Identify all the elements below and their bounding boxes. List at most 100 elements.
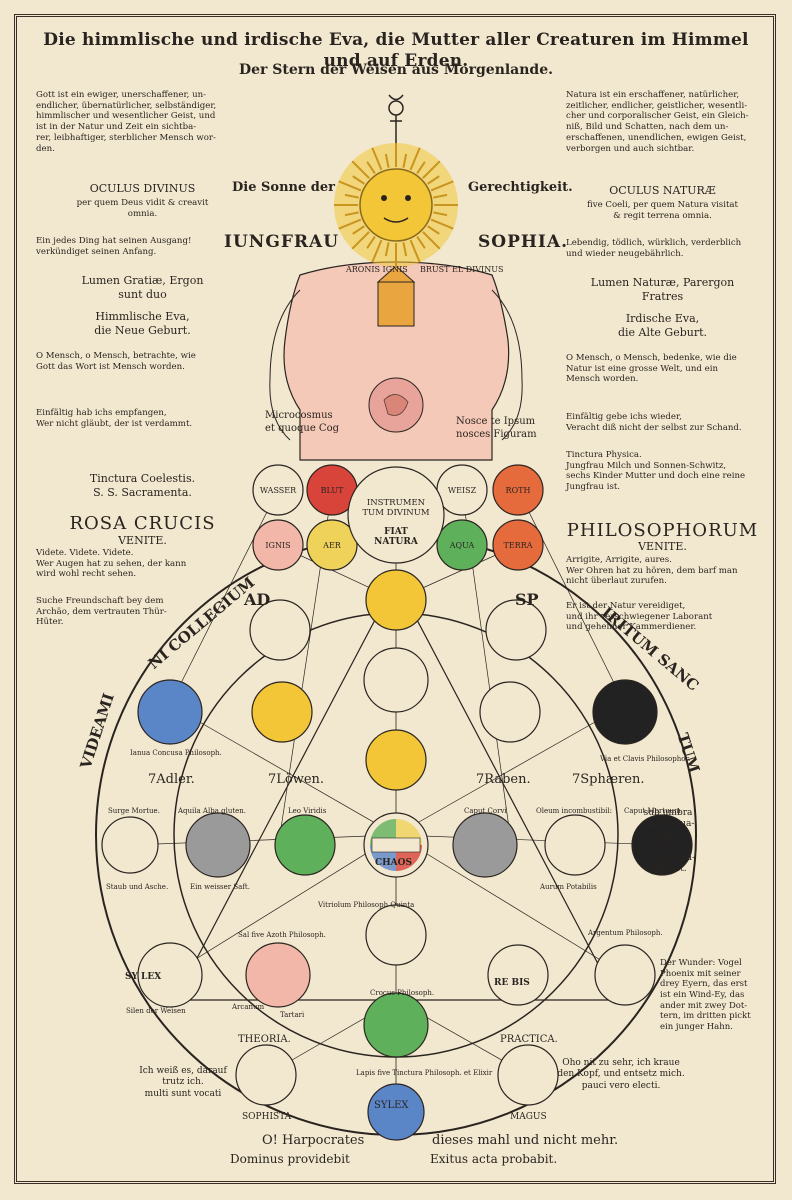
sun-ray [351, 231, 370, 250]
sonne-right: Gerechtigkeit. [468, 180, 573, 195]
emblem-rebis [487, 944, 549, 1006]
element-ignis: IGNIS [252, 519, 304, 571]
sun-ray [384, 153, 390, 168]
theoria-label: THEORIA. [238, 1034, 291, 1045]
tartari: Tartari [280, 1011, 305, 1019]
o-mensch-left: O Mensch, o Mensch, betrachte, wie Gott … [36, 351, 196, 372]
aronis-ignis: ARONIS IGNIS [346, 265, 408, 274]
emblem-three-trees [137, 942, 203, 1008]
dominus-providebit: Dominus providebit [230, 1152, 350, 1166]
instrumentum-circle [347, 466, 445, 564]
sun-ray [371, 239, 383, 263]
sophia-figure [269, 261, 523, 461]
instrumentum-divinum: INSTRUMEN TUM DIVINUM [362, 498, 430, 519]
emblem-eagle [594, 944, 656, 1006]
sun-ray [409, 147, 421, 171]
rebis-label: RE BIS [494, 978, 530, 988]
sun-ray [422, 231, 441, 250]
aquila-alba: Aquila Alba gluten. [178, 807, 247, 815]
element-blut: BLUT [306, 464, 358, 516]
element-label: AQUA [449, 541, 475, 550]
emblem-angel [479, 681, 541, 743]
vitriolum: Vitriolum Philosoph Quinta [318, 901, 415, 909]
ich-weiss-es: Ich weiß es, darauf trutz ich. multi sun… [139, 1066, 227, 1099]
o-mensch-right: O Mensch, o Mensch, bedenke, wie die Nat… [566, 353, 737, 385]
element-label: WASSER [260, 486, 297, 495]
exitus-acta: Exitus acta probabit. [430, 1152, 558, 1166]
sun-ray [352, 225, 365, 235]
emblem-archaeus [274, 814, 336, 876]
staub-asche: Staub und Asche. [106, 883, 169, 891]
tinctura-physica: Tinctura Physica. Jungfrau Milch und Son… [566, 450, 746, 493]
gott-paragraph: Gott ist ein ewiger, unerschaffener, un-… [36, 90, 217, 154]
sun-ray [344, 193, 359, 199]
sun-ray [416, 236, 426, 249]
lapis-tinctura: Lapis five Tinctura Philosoph. et Elixir [356, 1069, 493, 1077]
chaos-banner [371, 837, 421, 853]
videte: Videte. Videte. Videte. Wer Augen hat zu… [36, 548, 187, 580]
via-clavis-label: Via et Clavis Philosophor. [600, 755, 691, 763]
sun-ray [409, 239, 421, 263]
tinctura-coelestis: Tinctura Coelestis. S. S. Sacramenta. [89, 472, 196, 499]
emblem-vitae-door [137, 679, 203, 745]
emblem-crocus [363, 992, 429, 1058]
sun-ray [338, 180, 362, 192]
himmlische-eva: Himmlische Eva, die Neue Geburt. [94, 310, 191, 337]
subtitle: Der Stern der Weisen aus Morgenlande. [238, 62, 554, 78]
sonne-left: Die Sonne der [232, 180, 335, 195]
janua-label: Ianua Concusa Philosoph. [130, 749, 222, 757]
sun-ray [351, 160, 370, 179]
sun-ray [402, 242, 408, 257]
ein-weisser-saft: Ein weisser Saft. [190, 883, 250, 891]
einfaeltig-right: Einfältig gebe ichs wieder, Veracht diß … [566, 412, 742, 433]
lebendig: Lebendig, tödlich, würklich, verderblich… [566, 238, 742, 259]
emblem-skull [631, 814, 693, 876]
suche-freundschaft: Suche Freundschaft bey dem Archäo, dem v… [36, 596, 167, 628]
arrigite: Arrigite, Arrigite, aures. Wer Ohren hat… [566, 555, 738, 587]
er-ist: Er ist der Natur vereidiget, und ihr ver… [566, 601, 713, 633]
emblem-wind [249, 599, 311, 661]
harpocrates: O! Harpocrates [262, 1133, 365, 1148]
element-aqua: AQUA [436, 519, 488, 571]
element-label: IGNIS [265, 541, 290, 550]
oho-nit: Oho nit zu sehr, ich kraue den Kopf, und… [557, 1058, 685, 1091]
sieben-sphaeren: 7Sphæren. [572, 772, 645, 787]
sun-ray [384, 242, 390, 257]
emblem-flames [544, 814, 606, 876]
practica-label: PRACTICA. [500, 1034, 558, 1045]
sylex-label: SYLEX [374, 1100, 409, 1111]
sun-ray [430, 218, 454, 230]
irdische-eva: Irdische Eva, die Alte Geburt. [617, 312, 708, 339]
sun-ray [422, 160, 441, 179]
oculus-naturae-sub: five Coeli, per quem Natura visitat & re… [586, 200, 739, 221]
emblem-sylex [367, 1083, 425, 1141]
sun-ray [344, 211, 359, 217]
wunder-vogel: Der Wunder: Vogel Phoenix mit seiner dre… [660, 958, 751, 1032]
jungfrau: IUNGFRAU [224, 232, 340, 252]
oculus-divinus: OCULUS DIVINUS [89, 182, 196, 195]
emblem-sun-top [365, 569, 427, 631]
sun-ray [416, 161, 426, 174]
emblem-practica-man [497, 1044, 559, 1106]
element-aer: AER [306, 519, 358, 571]
caput-mortuum: Caput Mortuum [624, 807, 681, 815]
sal-azoth: Sal five Azoth Philosoph. [238, 931, 326, 939]
emblem-grey-disc [185, 812, 251, 878]
sun-rays [334, 143, 458, 267]
main-title: Die himmlische und irdische Eva, die Mut… [43, 30, 749, 72]
ein-jedes-ding: Ein jedes Ding hat seinen Ausgang! verkü… [36, 236, 192, 257]
page-frame [14, 14, 776, 1184]
oleum-incombustibile: Oleum incombustibil: [536, 807, 612, 815]
natura-paragraph: Natura ist ein erschaffener, natürlicher… [566, 90, 749, 154]
element-label: WEISZ [448, 486, 477, 495]
element-label: TERRA [504, 541, 533, 550]
emblem-dark-disc [452, 812, 518, 878]
emblem-sun-mid [365, 729, 427, 791]
lumen-naturae: Lumen Naturæ, Parergon Fratres [590, 276, 735, 303]
sieben-adler: 7Adler. [148, 772, 195, 787]
dieses-mahl: dieses mahl und nicht mehr. [432, 1133, 619, 1148]
lumen-gratiae: Lumen Gratiæ, Ergon sunt duo [81, 274, 204, 301]
venite-left: VENITE. [118, 534, 167, 547]
emblem-skeleton [485, 599, 547, 661]
sophia: SOPHIA. [478, 232, 568, 252]
